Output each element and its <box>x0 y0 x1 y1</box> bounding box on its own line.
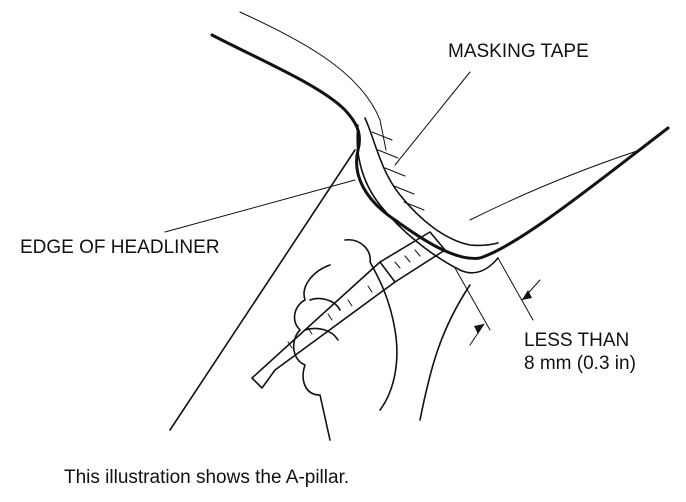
hand-fingers <box>292 264 331 441</box>
ruler-ticks <box>287 249 421 349</box>
less-than-label-line2: 8 mm (0.3 in) <box>524 353 636 374</box>
dimension-extension-lines <box>454 257 534 331</box>
pillar-left-line <box>169 149 356 431</box>
pillar-right-line <box>419 284 471 421</box>
headliner-edge-curve <box>364 117 499 247</box>
hand-thumb <box>344 239 398 411</box>
dimension-arrow-a <box>474 324 484 334</box>
body-outline <box>210 33 670 260</box>
edge-of-headliner-label: EDGE OF HEADLINER <box>20 237 220 258</box>
glass-edge-line <box>239 11 387 151</box>
dimension-arrow-b <box>522 290 532 300</box>
less-than-label-line1: LESS THAN <box>524 330 630 351</box>
masking-tape-leader <box>394 71 471 166</box>
hand-knuckles <box>304 297 341 341</box>
headliner-leader <box>164 179 356 233</box>
glass-edge-line-right <box>469 149 641 221</box>
masking-tape-hatch <box>371 131 425 211</box>
ruler-top <box>379 231 446 283</box>
caption: This illustration shows the A-pillar. <box>64 467 350 488</box>
masking-tape-label: MASKING TAPE <box>448 41 589 62</box>
ruler-body <box>251 261 396 389</box>
pillar-trim-curve <box>356 124 499 274</box>
